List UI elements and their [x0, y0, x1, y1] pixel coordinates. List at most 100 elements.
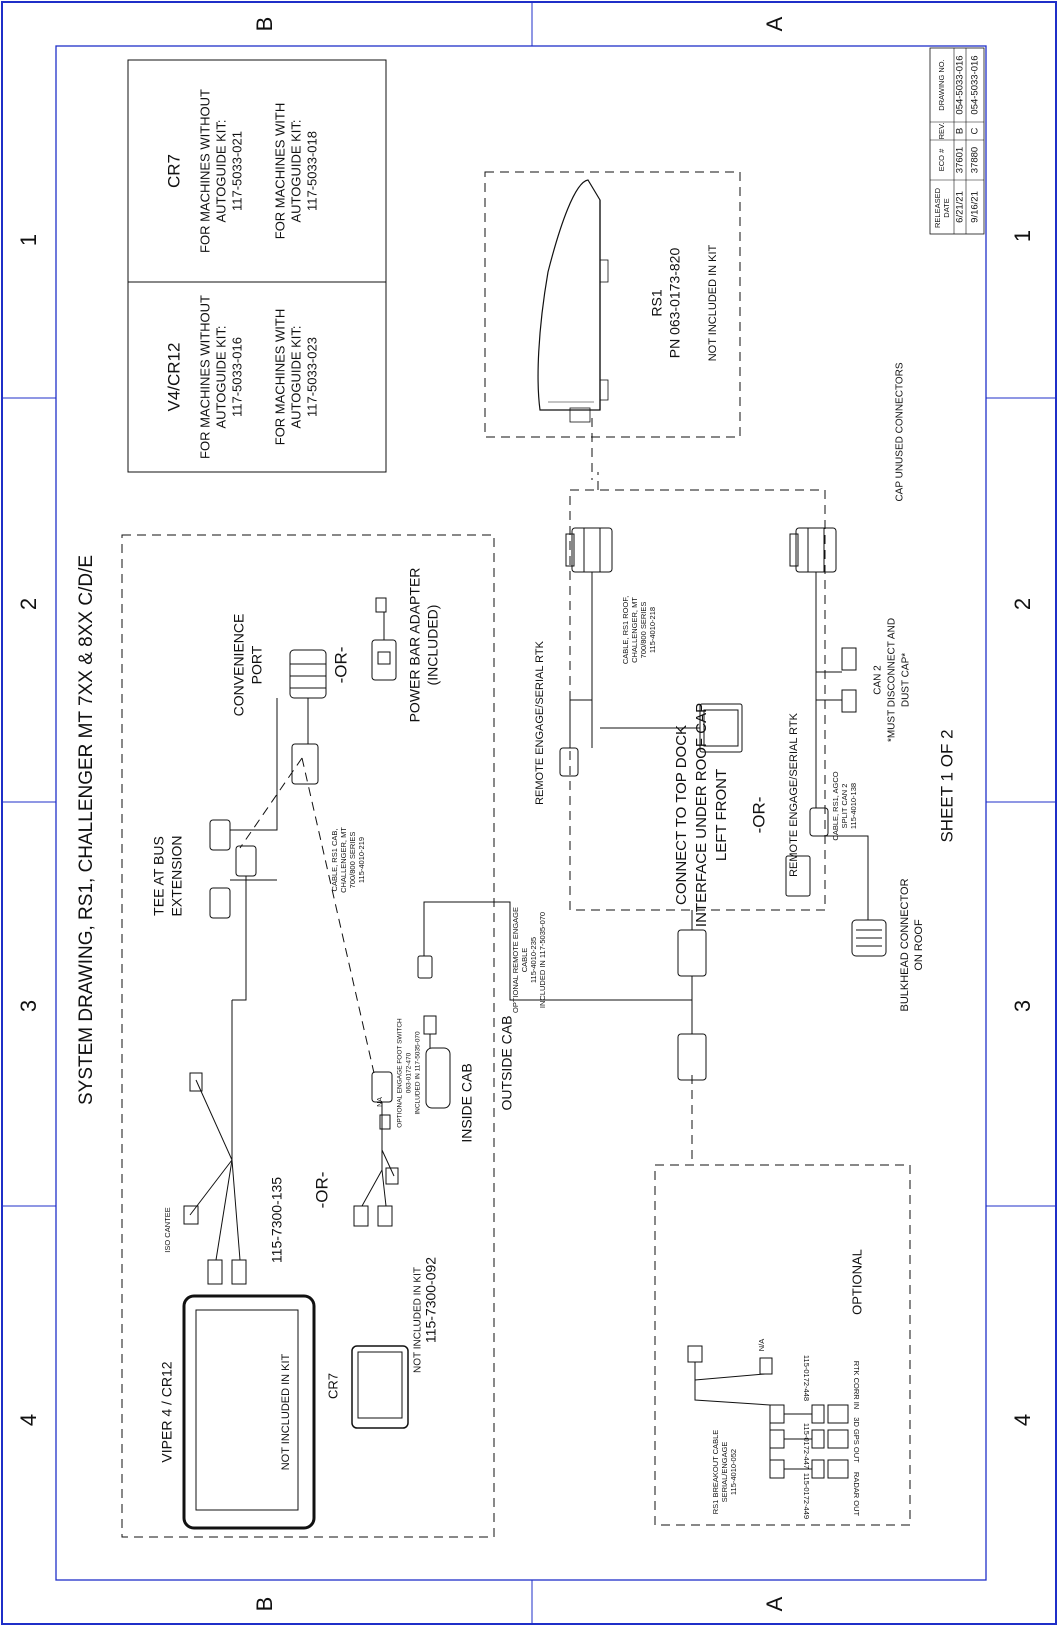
radar-out-label: RADAR OUT — [852, 1472, 861, 1517]
revision-table: RELEASED DATE ECO # REV. DRAWING NO. 6/2… — [929, 47, 985, 235]
cable-roof-line3: 700/800 SERIES — [639, 602, 648, 659]
zone-left-3: 3 — [16, 1000, 41, 1012]
connector-roof-bottom — [789, 527, 837, 573]
rev-header-released: RELEASED — [933, 187, 942, 228]
viper-not-included: NOT INCLUDED IN KIT — [280, 1353, 292, 1470]
kit-cr7-with-kit: 117-5033-018 — [304, 131, 319, 211]
part-449-label: 115-0172-449 — [802, 1473, 811, 1519]
can2-line1: CAN 2 — [873, 665, 884, 695]
kit-v4-with-2: AUTOGUIDE KIT: — [288, 325, 303, 428]
optional-label: OPTIONAL — [849, 1249, 864, 1315]
sheet-number: SHEET 1 OF 2 — [937, 729, 956, 842]
kit-v4-without-2: AUTOGUIDE KIT: — [213, 325, 228, 428]
kit-v4-title: V4/CR12 — [164, 343, 183, 412]
top-dock-line1: CONNECT TO TOP DOCK — [673, 725, 690, 905]
cr7-not-included: NOT INCLUDED IN KIT — [413, 1267, 424, 1373]
convenience-port-line1: CONVENIENCE — [231, 614, 247, 717]
part-448-label: 115-0172-448 — [802, 1355, 811, 1401]
agco-line1: CABLE, RS1, AGCO — [831, 771, 840, 840]
convenience-port-line2: PORT — [249, 645, 265, 684]
bulkhead-line1: BULKHEAD CONNECTOR — [899, 878, 911, 1011]
foot-switch-line1: OPTIONAL ENGAGE FOOT SWITCH — [397, 1018, 404, 1128]
opt-remote-line2: CABLE — [520, 948, 529, 973]
agco-line2: SPLIT CAN 2 — [840, 784, 849, 829]
can2-line2: *MUST DISCONNECT AND — [887, 618, 898, 742]
na-label: NA — [377, 1097, 384, 1107]
rev-row2-rev: C — [970, 127, 981, 134]
iso-cantee-label: ISO CANTEE — [163, 1207, 172, 1252]
can2-line3: DUST CAP* — [901, 653, 912, 707]
rev-header-date: DATE — [942, 198, 951, 217]
breakout-line1: RS1 BREAKOUT CABLE — [711, 1430, 720, 1514]
top-dock-line3: LEFT FRONT — [713, 769, 730, 861]
kit-cr7-without-1: FOR MACHINES WITHOUT — [197, 89, 212, 253]
tee-line2: EXTENSION — [169, 836, 185, 917]
kit-v4-with-1: FOR MACHINES WITH — [272, 309, 287, 446]
kit-v4-without-1: FOR MACHINES WITHOUT — [197, 295, 212, 459]
top-dock-or: -OR- — [749, 797, 768, 834]
power-bar-line2: (INCLUDED) — [425, 605, 441, 686]
rs1-label: RS1 — [649, 289, 665, 316]
breakout-line2: SERIAL/ENGAGE — [720, 1442, 729, 1503]
foot-switch-line2: 063-0172-470 — [406, 1052, 413, 1093]
dashed-links — [239, 418, 693, 1165]
rev-row2-eco: 37880 — [970, 147, 981, 173]
cable-135-label: 115-7300-135 — [269, 1177, 285, 1263]
zone-bottom-b: B — [252, 1597, 277, 1612]
cr7-display-icon — [351, 1345, 409, 1429]
tee-line1: TEE AT BUS — [151, 836, 167, 916]
zone-left-1: 1 — [16, 234, 41, 246]
opt-remote-line1: OPTIONAL REMOTE ENGAGE — [511, 907, 520, 1013]
rtk-corr-label: RTK CORR IN — [852, 1361, 861, 1410]
kit-table: V4/CR12 FOR MACHINES WITHOUT AUTOGUIDE K… — [127, 59, 387, 473]
cable-092-label: 115-7300-092 — [423, 1257, 439, 1343]
kit-cr7-without-2: AUTOGUIDE KIT: — [213, 119, 228, 222]
drawing-title: SYSTEM DRAWING, RS1, CHALLENGER MT 7XX &… — [76, 555, 97, 1105]
kit-v4-without-kit: 117-5033-016 — [229, 337, 244, 417]
zone-right-3: 3 — [1010, 1000, 1035, 1012]
breakout-line3: 115-4010-052 — [729, 1449, 738, 1495]
zone-right-2: 2 — [1010, 598, 1035, 610]
rev-row1-drawing: 054-5033-016 — [955, 55, 966, 114]
cable-roof-line2: CHALLENGER, MT — [630, 597, 639, 663]
rs1-not-included: NOT INCLUDED IN KIT — [707, 244, 719, 361]
viper-display-icon — [182, 1294, 316, 1530]
component-labels: REMOTE ENGAGE/SERIAL RTK CABLE, RS1 ROOF… — [151, 568, 925, 1343]
bulkhead-line2: ON ROOF — [913, 919, 925, 971]
cab-cable-line1: CABLE, RS1 CAB, — [330, 829, 339, 892]
zone-markers: B A B A 1 2 3 4 1 2 3 4 — [16, 16, 1035, 1611]
zone-top-b: B — [252, 17, 277, 32]
kit-cr7-with-1: FOR MACHINES WITH — [272, 103, 287, 240]
zone-bottom-a: A — [762, 1596, 787, 1611]
rev-row1-eco: 37601 — [955, 147, 966, 173]
kit-cr7-title: CR7 — [164, 154, 183, 188]
connector-roof-top — [565, 527, 613, 573]
cab-cable-line2: CHALLENGER, MT — [339, 827, 348, 893]
rs1-part-number: PN 063-0173-820 — [667, 248, 683, 359]
breakout-na: N/A — [757, 1339, 766, 1352]
zone-top-a: A — [762, 16, 787, 31]
foot-switch-line3: INCLUDED IN 117-5035-070 — [415, 1031, 422, 1115]
convenience-or: -OR- — [331, 647, 350, 684]
rev-header-eco: ECO # — [937, 148, 946, 171]
kit-cr7-without-kit: 117-5033-021 — [229, 131, 244, 211]
remote-engage-top-label: REMOTE ENGAGE/SERIAL RTK — [534, 640, 546, 804]
rev-row1-rev: B — [955, 128, 966, 134]
rev-header-rev: REV. — [937, 123, 946, 140]
rs1-receiver-icon — [537, 179, 609, 423]
cap-unused-connectors: CAP UNUSED CONNECTORS — [895, 362, 906, 501]
harness-or: -OR- — [312, 1172, 331, 1209]
breakout-labels: RS1 BREAKOUT CABLE SERIAL/ENGAGE 115-401… — [711, 1339, 861, 1519]
rev-row2-drawing: 054-5033-016 — [970, 55, 981, 114]
zone-left-4: 4 — [16, 1414, 41, 1426]
bulkhead-connector — [851, 919, 887, 957]
top-dock-line2: INTERFACE UNDER ROOF CAP — [693, 703, 710, 927]
kit-cr7-with-2: AUTOGUIDE KIT: — [288, 119, 303, 222]
dashed-boundaries — [121, 171, 911, 1538]
convenience-port-connector — [289, 649, 327, 699]
kit-v4-with-kit: 117-5033-023 — [304, 337, 319, 417]
outside-cab-label: OUTSIDE CAB — [499, 1016, 515, 1111]
